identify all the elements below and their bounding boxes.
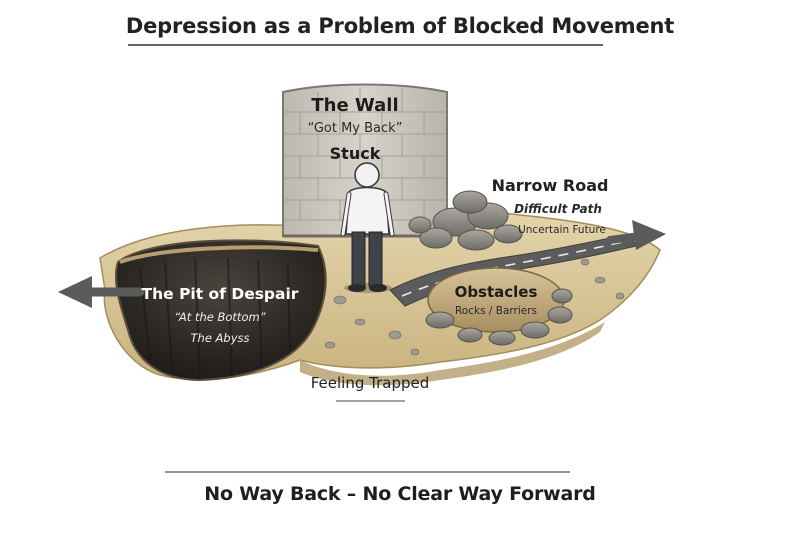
wall-title: The Wall <box>311 95 399 116</box>
pit-icon <box>114 239 327 382</box>
road-subtitle-2: Uncertain Future <box>518 224 606 236</box>
obstacles-subtitle: Rocks / Barriers <box>454 305 538 317</box>
wall-quote: “Got My Back” <box>307 121 403 136</box>
wall-state: Stuck <box>329 144 381 163</box>
pit-quote: “At the Bottom” <box>174 310 266 324</box>
footer-caption: No Way Back – No Clear Way Forward <box>204 483 596 505</box>
obstacle-boulders <box>425 267 573 346</box>
pit-subtitle: The Abyss <box>190 331 250 345</box>
road-title: Narrow Road <box>491 176 609 195</box>
arrow-left-icon <box>58 276 145 308</box>
ground-cliff-edge <box>300 322 605 386</box>
page-title: Depression as a Problem of Blocked Movem… <box>125 14 675 38</box>
rocks-icon <box>408 190 523 251</box>
pit-title: The Pit of Despair <box>141 285 299 303</box>
pebbles <box>324 258 625 356</box>
arrow-right-icon <box>606 220 666 250</box>
feeling-trapped-label: Feeling Trapped <box>310 374 430 392</box>
person-icon <box>340 162 395 293</box>
road-subtitle: Difficult Path <box>514 202 602 216</box>
obstacles-title: Obstacles <box>454 283 538 301</box>
